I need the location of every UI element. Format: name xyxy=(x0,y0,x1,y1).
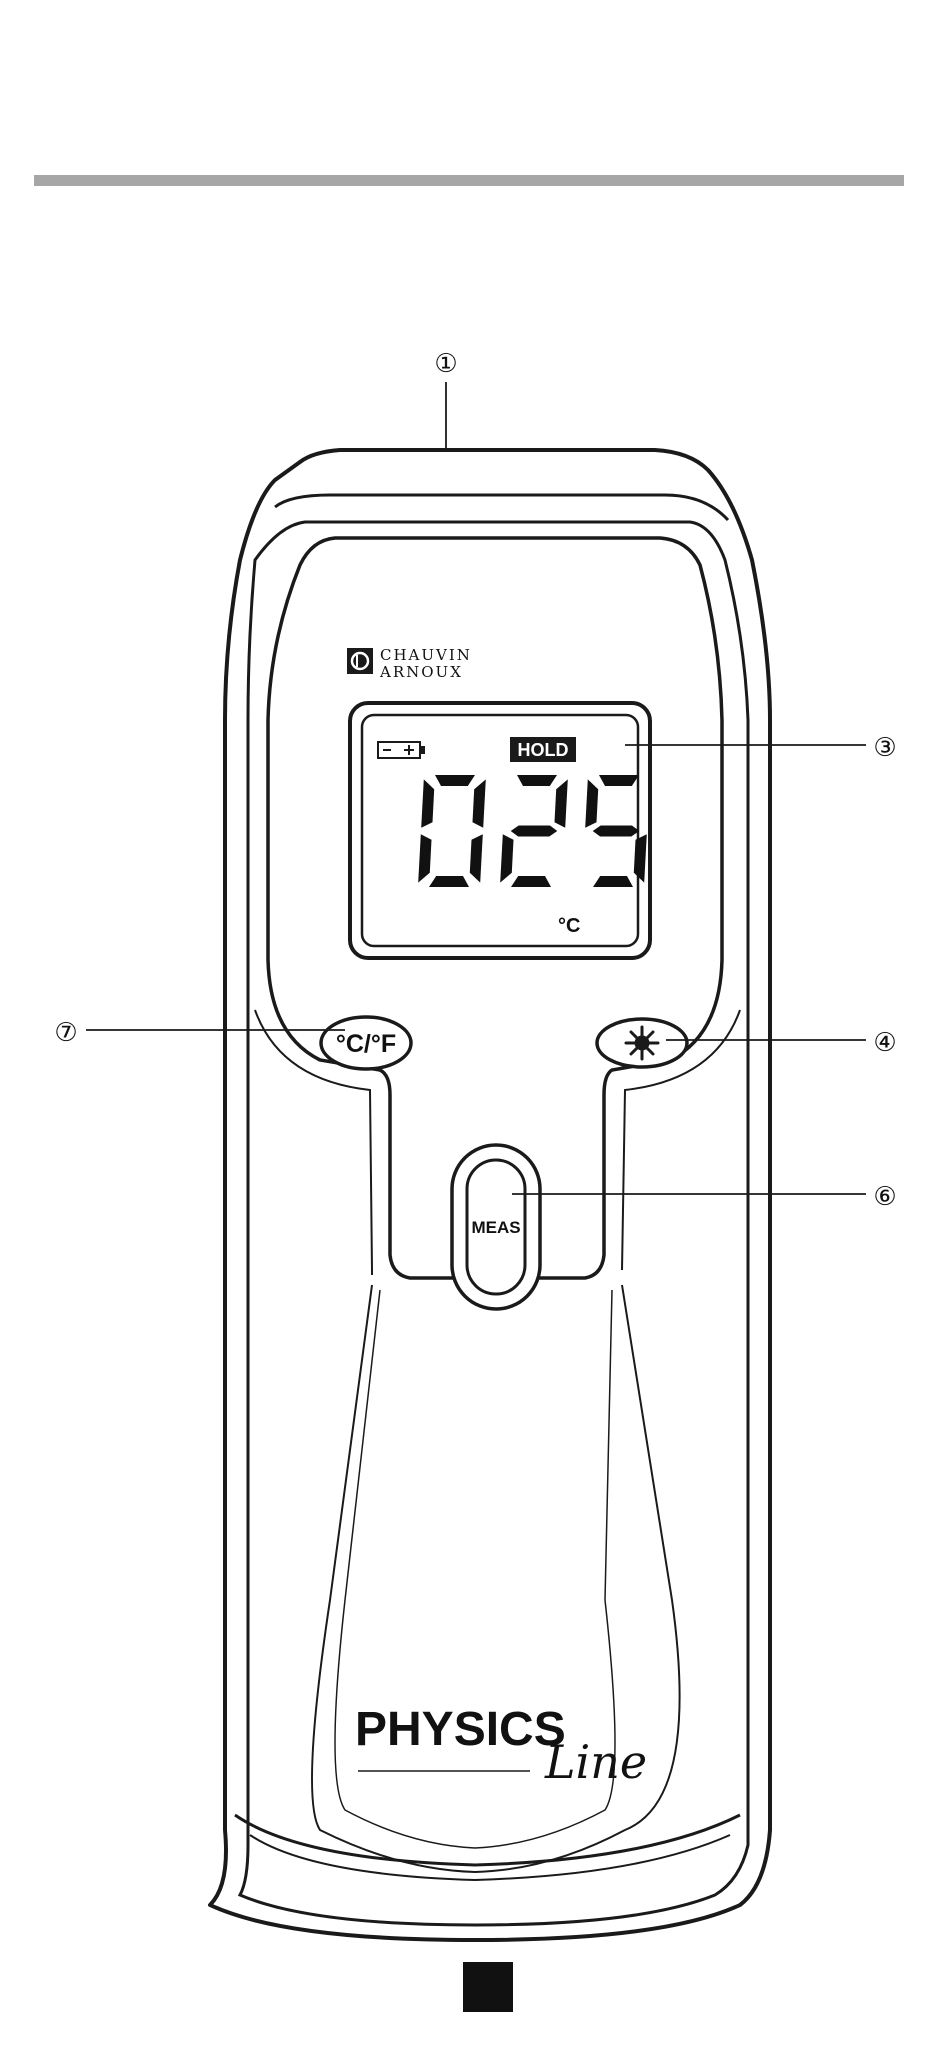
product-name-script: Line xyxy=(544,1735,647,1789)
lcd-digit-3-segment-g xyxy=(593,826,640,837)
product-logo: PHYSICS Line xyxy=(355,1703,647,1789)
lcd-digit-2-segment-b xyxy=(555,779,568,827)
lcd-digit-1-segment-e xyxy=(418,834,431,882)
meas-label: MEAS xyxy=(471,1218,520,1237)
callout-6: ⑥ xyxy=(873,1182,896,1212)
lcd-digit-1-segment-c xyxy=(470,834,483,882)
callout-7: ⑦ xyxy=(54,1018,77,1048)
lcd-digit-3-segment-d xyxy=(593,876,633,887)
header-rule xyxy=(34,175,904,186)
device-bottom-rim-inner xyxy=(250,1835,730,1880)
lcd-digit-1-segment-b xyxy=(473,779,486,827)
callout-1: ① xyxy=(434,349,457,379)
lcd-digit-2-segment-e xyxy=(500,834,513,882)
device-top-cap xyxy=(275,495,728,520)
unit-toggle-button[interactable]: °C/°F xyxy=(321,1017,411,1069)
footer-marker xyxy=(463,1962,513,2012)
battery-icon xyxy=(378,742,425,758)
lcd-display: HOLD °C xyxy=(350,703,650,958)
product-name-bold: PHYSICS xyxy=(355,1703,566,1756)
lcd-digit-2-segment-g xyxy=(511,826,558,837)
lcd-unit: °C xyxy=(558,915,580,937)
callout-4: ④ xyxy=(873,1028,896,1058)
brand-logo: CHAUVIN ARNOUX xyxy=(347,646,472,681)
lcd-reading xyxy=(418,775,647,887)
lcd-digit-1-segment-d xyxy=(429,876,469,887)
unit-toggle-label: °C/°F xyxy=(336,1030,396,1058)
lcd-digit-1-segment-f xyxy=(421,779,434,827)
lcd-digit-2-segment-d xyxy=(511,876,551,887)
lcd-digit-1-segment-a xyxy=(435,775,475,786)
hold-label: HOLD xyxy=(518,740,569,760)
sun-icon xyxy=(626,1027,658,1059)
lcd-digit-3-segment-c xyxy=(634,834,647,882)
brand-line1: CHAUVIN xyxy=(380,646,472,664)
lcd-digit-3-segment-f xyxy=(585,779,598,827)
callout-3: ③ xyxy=(873,733,896,763)
backlight-button[interactable] xyxy=(597,1019,687,1067)
lcd-digit-3-segment-a xyxy=(599,775,639,786)
brand-line2: ARNOUX xyxy=(379,663,463,681)
meas-button[interactable]: MEAS xyxy=(452,1145,540,1309)
lcd-digit-2-segment-a xyxy=(517,775,557,786)
